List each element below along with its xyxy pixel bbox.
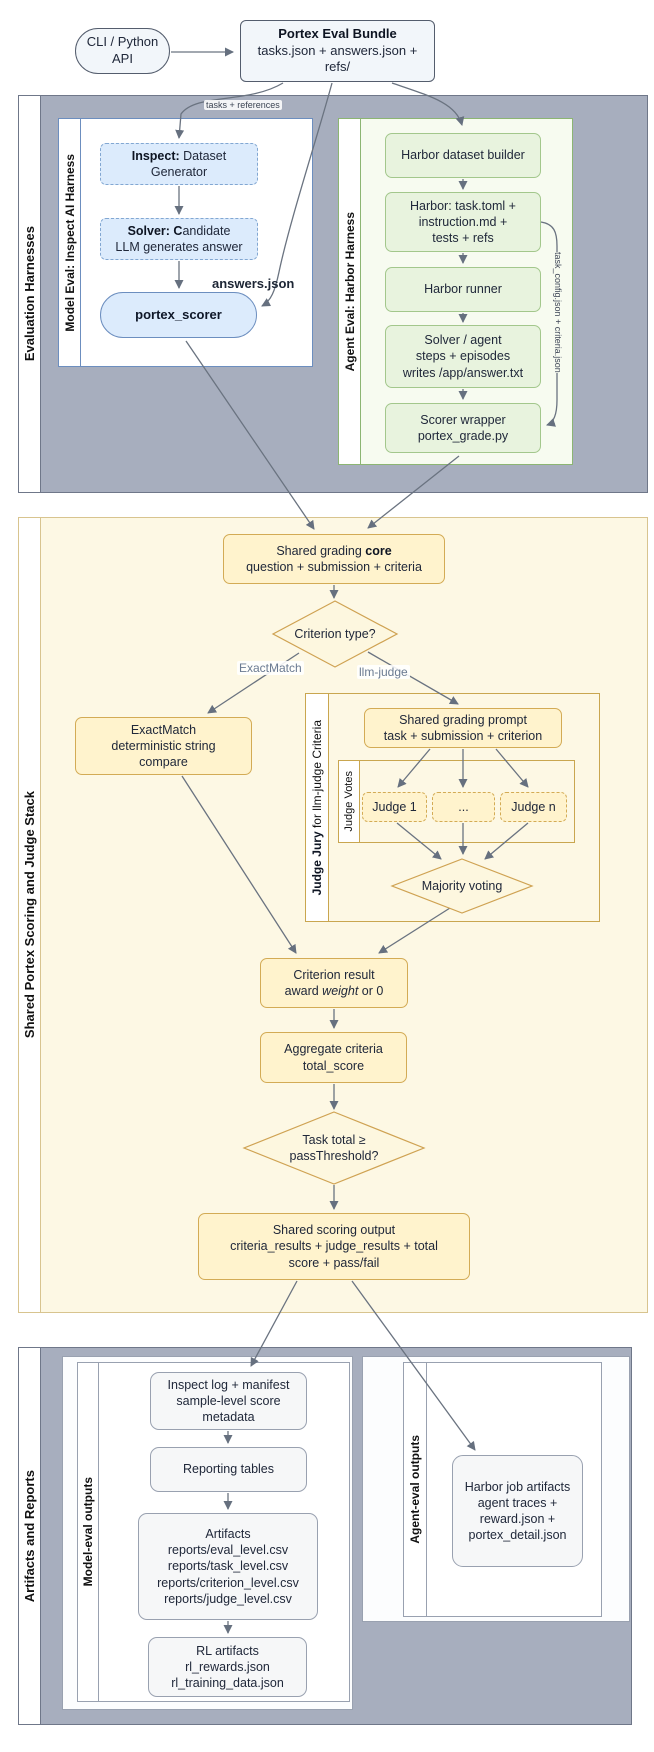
pass-threshold-decision: Task total ≥ passThreshold?: [289, 1132, 379, 1163]
agent-eval-harness-label: Agent Eval: Harbor Harness: [342, 211, 357, 372]
portex-eval-bundle-files: tasks.json + answers.json + refs/: [257, 42, 418, 75]
edge-label-tasks-references: tasks + references: [204, 100, 282, 110]
inspect-dataset-generator-node: Inspect: Dataset Generator: [100, 143, 258, 185]
judge-jury-container: Judge Jury for llm-judge Criteria: [305, 693, 600, 922]
model-eval-outputs-strip: Model-eval outputs: [78, 1363, 99, 1701]
majority-voting-decision: Majority voting: [421, 878, 503, 893]
aggregate-criteria-node: Aggregate criteria total_score: [260, 1032, 407, 1083]
section-artifacts-reports-label: Artifacts and Reports: [22, 1469, 37, 1603]
section-shared-scoring-label: Shared Portex Scoring and Judge Stack: [22, 791, 37, 1039]
artifacts-csv-node: Artifacts reports/eval_level.csv reports…: [138, 1513, 318, 1620]
criterion-type-decision: Criterion type?: [294, 626, 376, 641]
scorer-wrapper-node: Scorer wrapper portex_grade.py: [385, 403, 541, 453]
exactmatch-compare-node: ExactMatch deterministic string compare: [75, 717, 252, 775]
portex-scorer-node: portex_scorer: [100, 292, 257, 338]
section-shared-scoring-strip: Shared Portex Scoring and Judge Stack: [19, 518, 41, 1312]
edge-label-task-config-criteria: task_config.json + criteria.json: [551, 252, 565, 373]
branch-label-exactmatch: ExactMatch: [237, 661, 304, 675]
judge-ellipsis-node: ...: [432, 792, 495, 822]
model-eval-harness-label: Model Eval: Inspect AI Harness: [62, 153, 77, 332]
reporting-tables-node: Reporting tables: [150, 1447, 307, 1492]
cli-python-api-node: CLI / Python API: [75, 28, 170, 74]
harbor-runner-node: Harbor runner: [385, 267, 541, 312]
harbor-job-artifacts-node: Harbor job artifacts agent traces + rewa…: [452, 1455, 583, 1567]
inspect-log-manifest-node: Inspect log + manifest sample-level scor…: [150, 1372, 307, 1430]
judge-jury-strip: Judge Jury for llm-judge Criteria: [306, 694, 329, 921]
harbor-solver-agent-node: Solver / agent steps + episodes writes /…: [385, 325, 541, 388]
branch-label-llm-judge: llm-judge: [357, 665, 410, 679]
section-evaluation-harnesses-label: Evaluation Harnesses: [22, 226, 37, 362]
criterion-result-node: Criterion result award weight or 0: [260, 958, 408, 1008]
edge-label-answers-json: answers.json: [212, 276, 295, 291]
section-artifacts-reports-strip: Artifacts and Reports: [19, 1348, 41, 1724]
model-eval-harness-strip: Model Eval: Inspect AI Harness: [59, 119, 81, 366]
portex-eval-bundle-node: Portex Eval Bundle tasks.json + answers.…: [240, 20, 435, 82]
agent-eval-harness-strip: Agent Eval: Harbor Harness: [339, 119, 361, 464]
model-eval-outputs-label: Model-eval outputs: [81, 1477, 95, 1587]
shared-scoring-output-node: Shared scoring output criteria_results +…: [198, 1213, 470, 1280]
shared-grading-core-node: Shared grading core question + submissio…: [223, 534, 445, 584]
rl-artifacts-node: RL artifacts rl_rewards.json rl_training…: [148, 1637, 307, 1697]
section-evaluation-harnesses-strip: Evaluation Harnesses: [19, 96, 41, 492]
judge-1-node: Judge 1: [362, 792, 427, 822]
agent-eval-outputs-label: Agent-eval outputs: [408, 1435, 422, 1544]
solver-candidate-llm-node: Solver: Candidate LLM generates answer: [100, 218, 258, 260]
harbor-dataset-builder-node: Harbor dataset builder: [385, 133, 541, 178]
judge-n-node: Judge n: [500, 792, 567, 822]
judge-votes-strip: Judge Votes: [339, 761, 360, 842]
judge-votes-label: Judge Votes: [343, 771, 355, 832]
shared-grading-prompt-node: Shared grading prompt task + submission …: [364, 708, 562, 748]
judge-jury-label: Judge Jury for llm-judge Criteria: [310, 719, 324, 896]
harbor-task-bundle-node: Harbor: task.toml + instruction.md + tes…: [385, 192, 541, 252]
agent-eval-outputs-strip: Agent-eval outputs: [404, 1363, 427, 1616]
portex-eval-bundle-title: Portex Eval Bundle: [278, 25, 397, 41]
judge-votes-container: Judge Votes: [338, 760, 575, 843]
